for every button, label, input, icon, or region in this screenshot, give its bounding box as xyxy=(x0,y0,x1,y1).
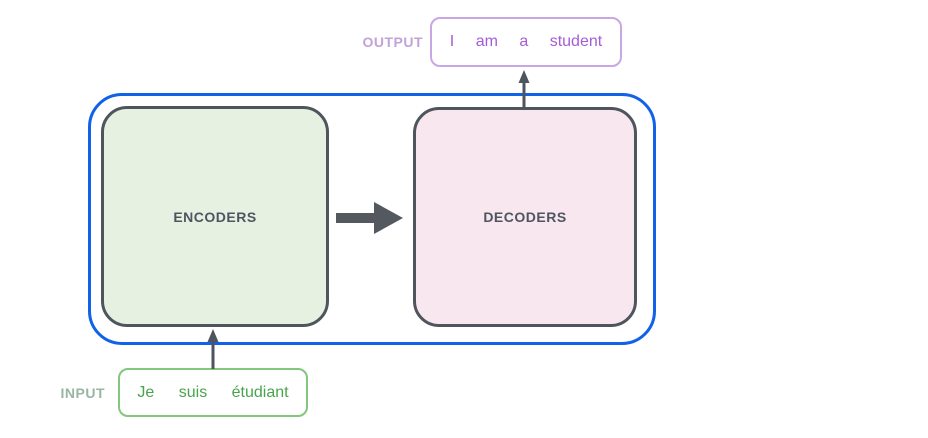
decoders-to-output-arrow xyxy=(518,70,530,108)
input-text: Je suis étudiant xyxy=(137,383,289,401)
decoders-label: DECODERS xyxy=(483,209,567,225)
output-box: I am a student xyxy=(430,17,622,67)
decoders-box: DECODERS xyxy=(413,107,637,327)
transformer-container xyxy=(88,93,656,345)
encoders-box: ENCODERS xyxy=(101,106,329,327)
input-label: INPUT xyxy=(60,385,105,401)
encoders-to-decoders-arrow xyxy=(336,202,403,234)
input-box: Je suis étudiant xyxy=(118,368,308,417)
output-label: OUTPUT xyxy=(362,34,423,50)
encoders-label: ENCODERS xyxy=(173,208,257,225)
input-to-encoders-arrow xyxy=(207,329,219,369)
output-text: I am a student xyxy=(449,33,603,50)
